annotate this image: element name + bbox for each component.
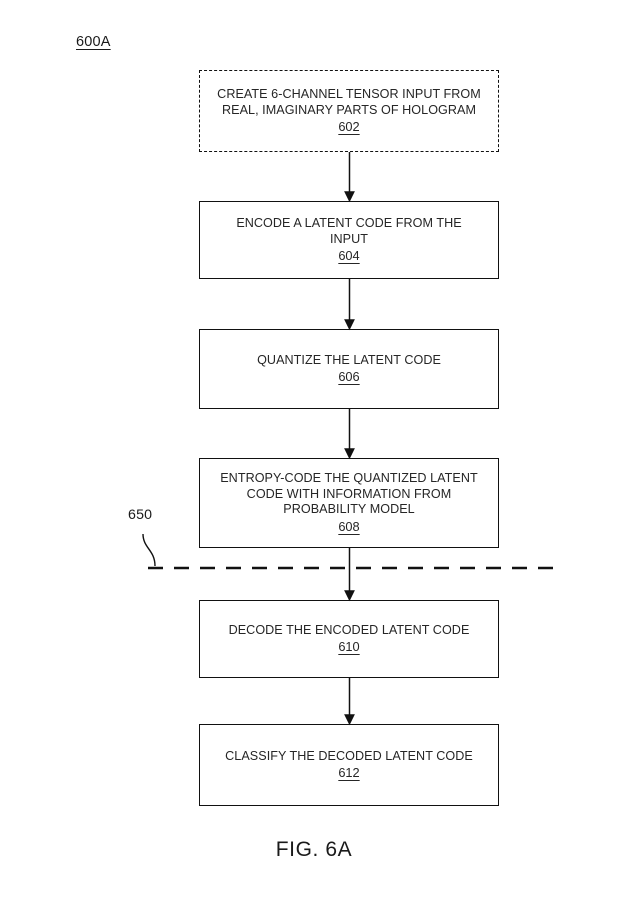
flow-step-610-number: 610 bbox=[338, 639, 360, 655]
flow-step-602-text: CREATE 6-CHANNEL TENSOR INPUT FROM REAL,… bbox=[217, 87, 481, 117]
flow-step-608: ENTROPY-CODE THE QUANTIZED LATENT CODE W… bbox=[199, 458, 499, 548]
flow-step-608-number: 608 bbox=[338, 518, 360, 534]
callout-leader-650 bbox=[142, 533, 156, 567]
flow-step-604-text: ENCODE A LATENT CODE FROM THE INPUT bbox=[236, 216, 462, 246]
flow-step-612-number: 612 bbox=[338, 765, 360, 781]
flow-step-610-text: DECODE THE ENCODED LATENT CODE bbox=[228, 622, 470, 637]
flow-step-612: CLASSIFY THE DECODED LATENT CODE 612 bbox=[199, 724, 499, 806]
flow-step-602: CREATE 6-CHANNEL TENSOR INPUT FROM REAL,… bbox=[199, 70, 499, 152]
callout-label-650: 650 bbox=[128, 507, 153, 523]
flow-step-610: DECODE THE ENCODED LATENT CODE 610 bbox=[199, 600, 499, 678]
flow-step-606: QUANTIZE THE LATENT CODE 606 bbox=[199, 329, 499, 409]
flow-step-606-text: QUANTIZE THE LATENT CODE bbox=[257, 352, 441, 367]
flow-step-608-text: ENTROPY-CODE THE QUANTIZED LATENT CODE W… bbox=[220, 471, 478, 517]
flow-step-602-number: 602 bbox=[338, 119, 360, 134]
flow-step-604: ENCODE A LATENT CODE FROM THE INPUT 604 bbox=[199, 201, 499, 279]
flow-step-606-number: 606 bbox=[338, 369, 360, 385]
flow-step-604-number: 604 bbox=[338, 248, 360, 263]
flow-step-612-text: CLASSIFY THE DECODED LATENT CODE bbox=[225, 748, 473, 763]
figure-caption: FIG. 6A bbox=[275, 838, 353, 861]
figure-reference-numeral: 600A bbox=[76, 34, 111, 50]
